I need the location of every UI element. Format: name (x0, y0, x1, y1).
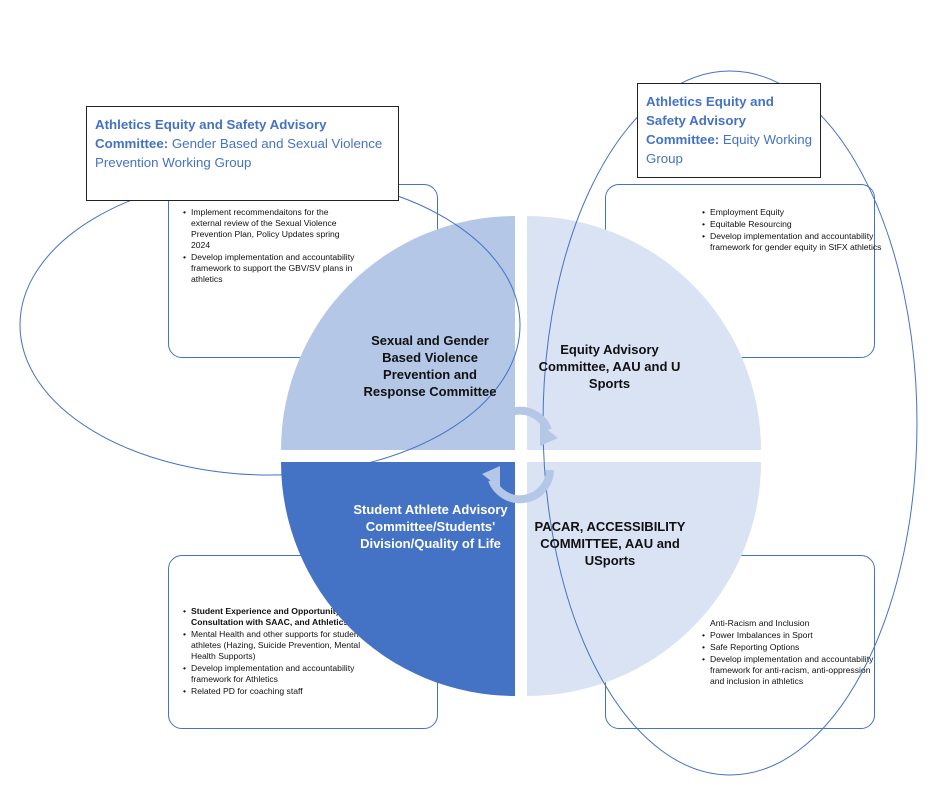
title-box-gbv-bold: Athletics Equity and Safety Advisory Com… (95, 117, 327, 151)
quadrant-bottom-left (281, 462, 515, 696)
list-item: Implement recommendaitons for the extern… (183, 207, 361, 251)
quadrant-top-right-label: Equity Advisory Committee, AAU and U Spo… (538, 342, 681, 391)
cycle-arrow-top-icon (485, 406, 552, 443)
quadrant-top-left-label: Sexual and Gender Based Violence Prevent… (363, 333, 497, 399)
cycle-arrow-bottom-head-icon (482, 466, 500, 488)
quadrant-top-right (527, 216, 761, 450)
quadrant-top-left (281, 216, 515, 450)
quadrant-bottom-right-label: PACAR, ACCESSIBILITY COMMITTEE, AAU and … (534, 519, 686, 568)
list-item: Develop implementation and accountabilit… (183, 252, 361, 285)
title-box-equity-working-group: Athletics Equity and Safety Advisory Com… (637, 83, 821, 178)
quadrant-bottom-left-label: Student Athlete Advisory Committee/Stude… (353, 502, 508, 551)
list-item: Student Experience and Opportunity Plan … (183, 606, 363, 628)
card-bottom-right-list: Anti-Racism and Inclusion Power Imbalanc… (700, 618, 880, 688)
cycle-arrow-bottom-icon (488, 469, 554, 504)
quadrant-bottom-right (527, 462, 761, 696)
card-top-right-list: Employment Equity Equitable Resourcing D… (700, 207, 882, 254)
list-item: Develop implementation and accountabilit… (702, 654, 880, 687)
list-item: Related PD for coaching staff (183, 686, 363, 697)
list-item: Mental Health and other supports for stu… (183, 629, 363, 662)
title-box-gbv-working-group: Athletics Equity and Safety Advisory Com… (86, 106, 399, 201)
title-box-equity-rest: Equity Working Group (646, 132, 813, 166)
card-top-left-list: Implement recommendaitons for the extern… (181, 207, 361, 286)
list-item: Develop implementation and accountabilit… (702, 231, 882, 253)
list-item: Equitable Resourcing (702, 219, 882, 230)
list-item: Power Imbalances in Sport (702, 630, 880, 641)
cycle-arrow-top-head-icon (540, 424, 558, 446)
list-item: Safe Reporting Options (702, 642, 880, 653)
list-item: Develop implementation and accountabilit… (183, 663, 363, 685)
title-box-gbv-rest: Gender Based and Sexual Violence Prevent… (95, 136, 383, 170)
card-bottom-left-heading: Student Experience and Opportunity Plan … (191, 606, 361, 627)
list-item: Anti-Racism and Inclusion (710, 618, 810, 628)
list-item: Employment Equity (702, 207, 882, 218)
card-bottom-left-list: Student Experience and Opportunity Plan … (181, 606, 363, 698)
title-box-equity-bold: Athletics Equity and Safety Advisory Com… (646, 94, 774, 147)
